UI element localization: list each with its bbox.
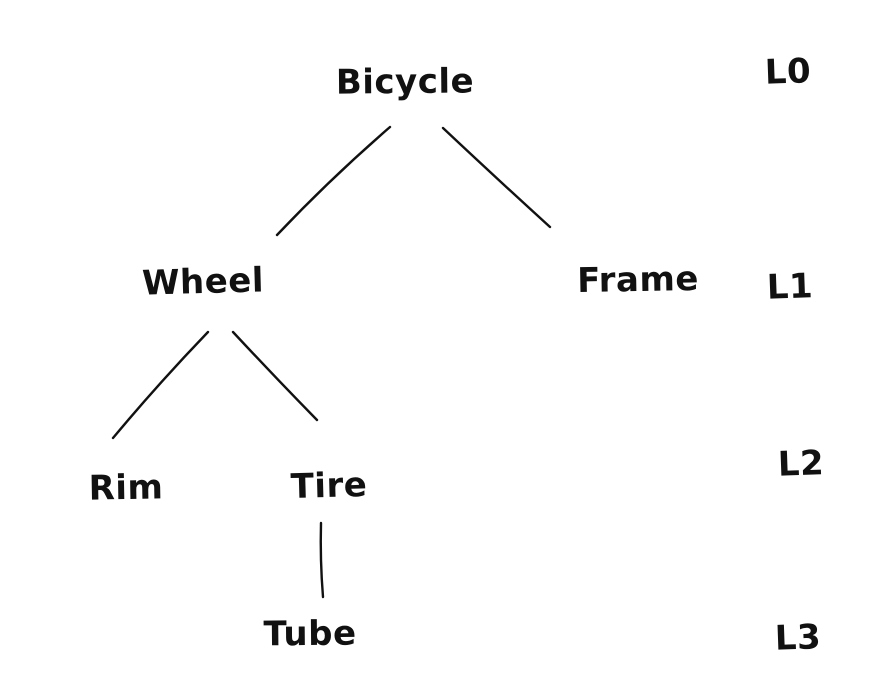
level-label-l0: L0 — [764, 51, 812, 93]
node-tube: Tube — [263, 613, 357, 655]
node-tire: Tire — [290, 465, 368, 507]
level-label-l2: L2 — [777, 443, 825, 485]
node-rim: Rim — [88, 467, 164, 509]
edge-bicycle-wheel — [275, 125, 392, 237]
level-label-l3: L3 — [774, 617, 822, 659]
node-wheel: Wheel — [141, 260, 265, 304]
edge-wheel-rim — [111, 330, 210, 440]
edge-bicycle-frame — [441, 126, 552, 229]
node-bicycle: Bicycle — [335, 61, 475, 103]
level-label-l1: L1 — [766, 266, 814, 308]
edge-tire-tube — [319, 521, 325, 599]
edge-wheel-tire — [231, 330, 319, 422]
node-frame: Frame — [576, 258, 700, 302]
